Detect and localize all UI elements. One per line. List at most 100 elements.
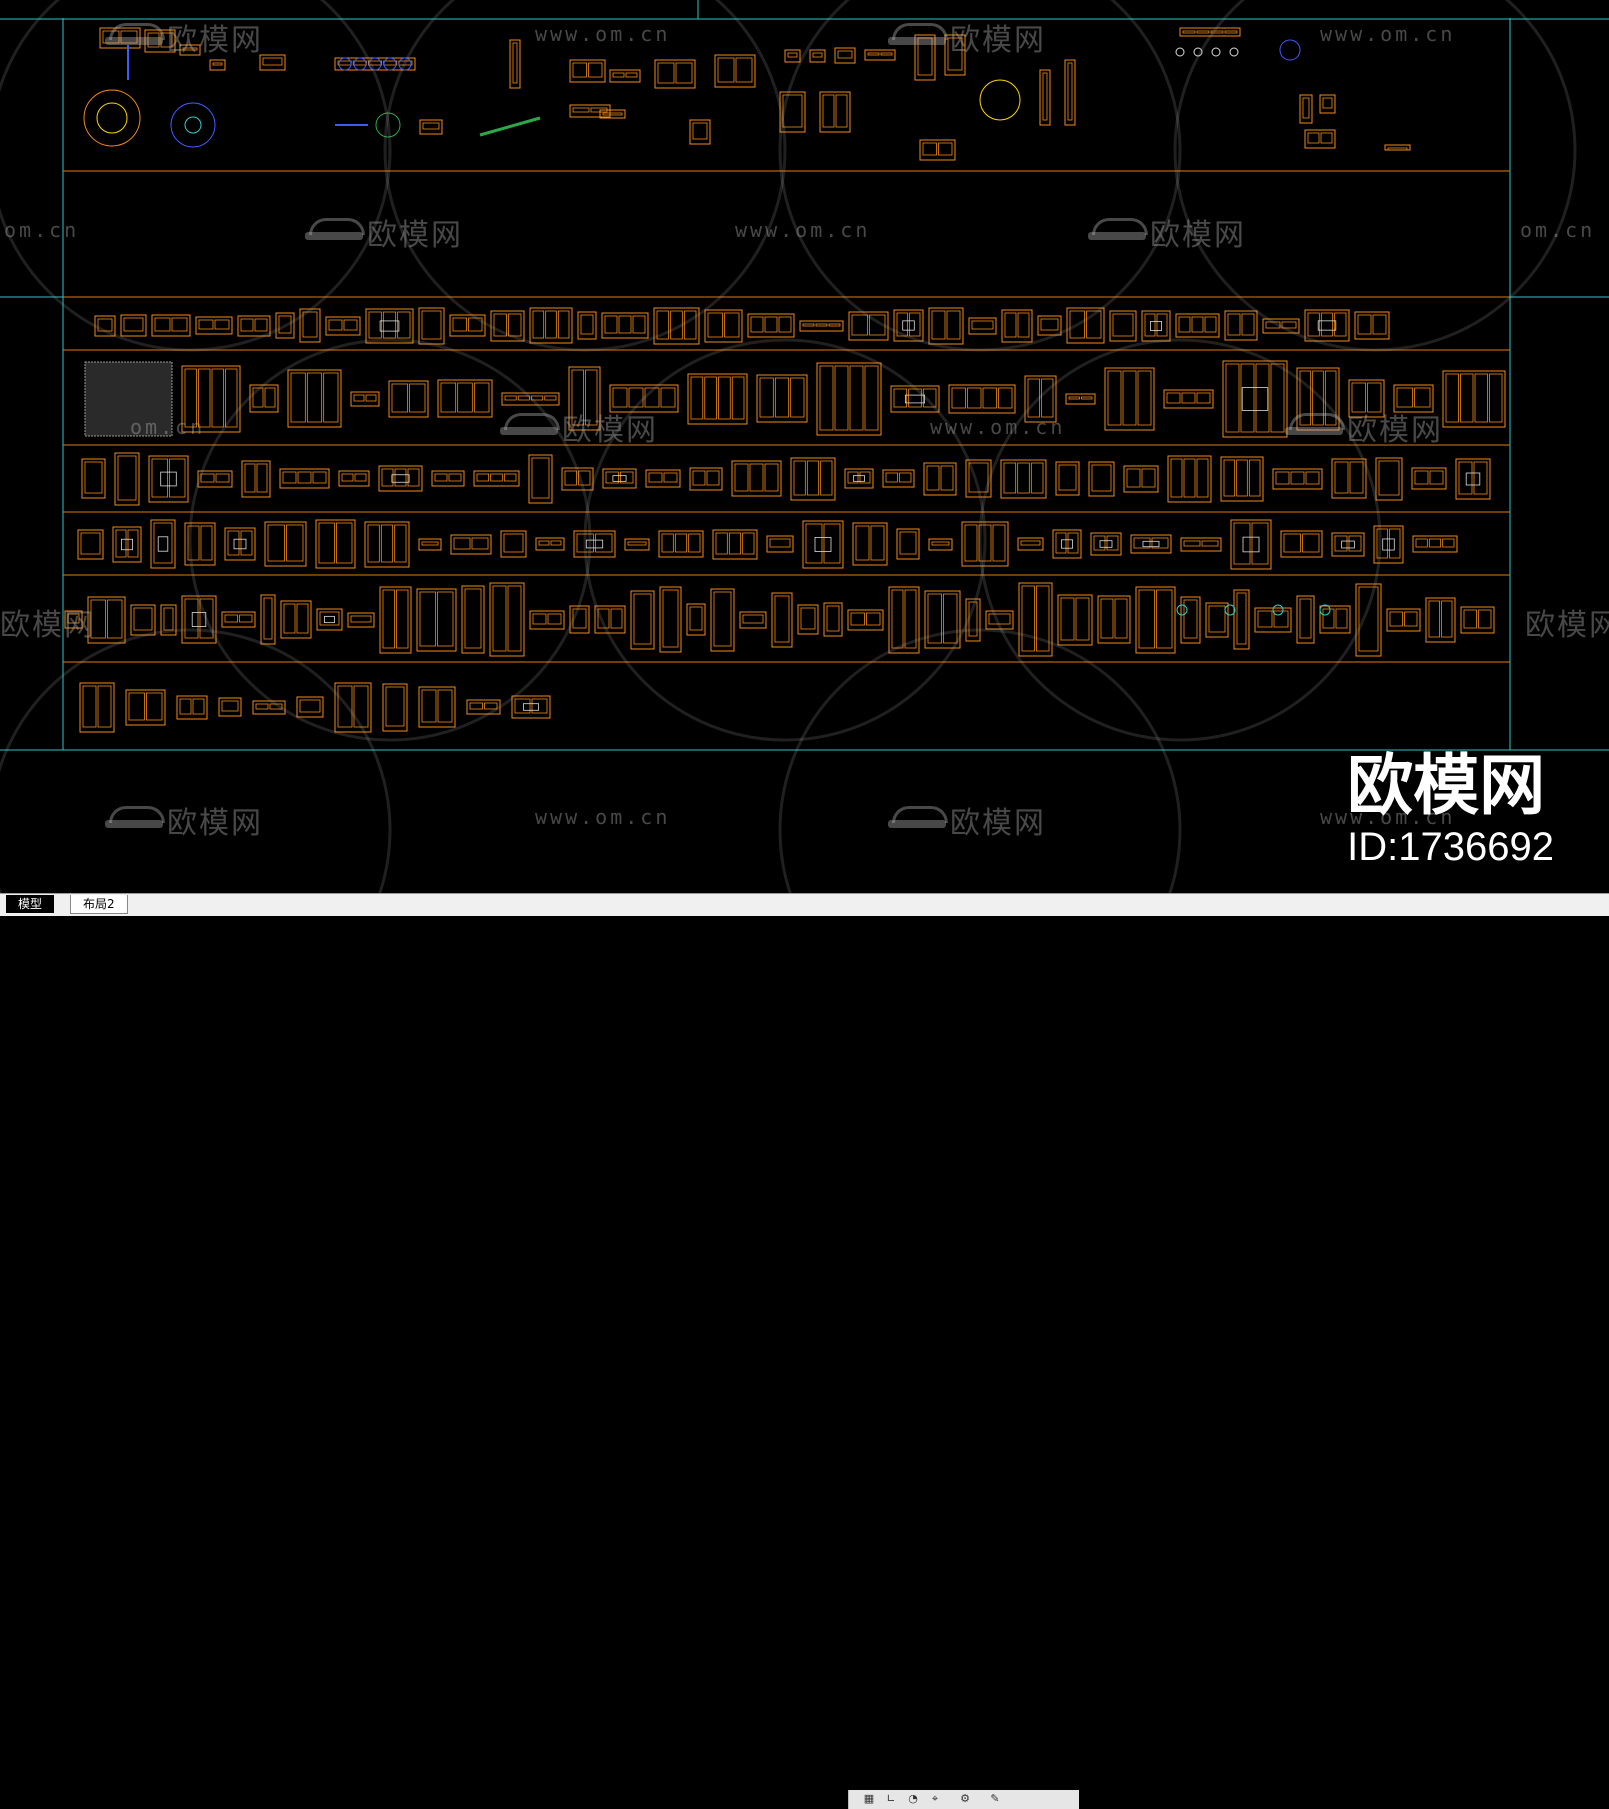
furniture-block bbox=[252, 700, 286, 715]
round-block bbox=[96, 102, 128, 134]
furniture-block bbox=[1355, 583, 1382, 657]
furniture-block bbox=[419, 119, 443, 135]
furniture-block bbox=[756, 374, 808, 423]
furniture-block bbox=[237, 315, 271, 337]
furniture-block bbox=[87, 596, 126, 644]
grid-snap-icon[interactable]: ▦ bbox=[863, 1792, 875, 1805]
furniture-block bbox=[1175, 313, 1220, 338]
furniture-block bbox=[264, 521, 307, 567]
furniture-block bbox=[569, 59, 606, 83]
annotation-icon[interactable]: ✎ bbox=[990, 1792, 1000, 1805]
round-block bbox=[368, 57, 382, 71]
furniture-block bbox=[1304, 309, 1350, 342]
furniture-block bbox=[896, 528, 920, 560]
furniture-block bbox=[816, 362, 882, 436]
furniture-block bbox=[1039, 69, 1051, 126]
furniture-block bbox=[919, 139, 956, 161]
furniture-block bbox=[1104, 367, 1155, 431]
furniture-block bbox=[64, 610, 83, 629]
furniture-block bbox=[602, 468, 637, 489]
furniture-block bbox=[1412, 535, 1458, 553]
furniture-block bbox=[802, 520, 844, 569]
furniture-block bbox=[1130, 534, 1172, 554]
furniture-block bbox=[630, 590, 655, 650]
furniture-block bbox=[686, 603, 706, 636]
furniture-block bbox=[609, 384, 679, 413]
round-block bbox=[353, 57, 367, 71]
furniture-block bbox=[1455, 458, 1491, 500]
furniture-block bbox=[473, 470, 520, 487]
furniture-block bbox=[923, 462, 957, 496]
furniture-block bbox=[490, 310, 525, 342]
furniture-block bbox=[645, 469, 681, 488]
furniture-block bbox=[184, 522, 216, 566]
round-block bbox=[1272, 604, 1284, 616]
furniture-block bbox=[819, 91, 851, 133]
furniture-block bbox=[1001, 309, 1033, 343]
watermark-circle bbox=[383, 0, 787, 352]
round-block bbox=[170, 102, 216, 148]
furniture-block bbox=[1319, 605, 1351, 634]
furniture-block bbox=[81, 458, 106, 499]
furniture-block bbox=[431, 470, 465, 487]
furniture-block bbox=[125, 689, 166, 726]
furniture-block bbox=[1066, 307, 1105, 344]
furniture-block bbox=[864, 49, 896, 61]
furniture-block bbox=[1055, 461, 1080, 496]
furniture-block bbox=[325, 316, 361, 336]
furniture-block bbox=[259, 54, 286, 71]
furniture-block bbox=[160, 604, 177, 636]
ortho-icon[interactable]: ∟ bbox=[886, 1792, 896, 1805]
furniture-block bbox=[511, 695, 551, 719]
furniture-block bbox=[501, 392, 560, 406]
furniture-block bbox=[784, 49, 801, 63]
osnap-icon[interactable]: ⌖ bbox=[931, 1792, 939, 1805]
round-block bbox=[1229, 47, 1239, 57]
furniture-block bbox=[1331, 532, 1365, 557]
furniture-block bbox=[466, 699, 501, 715]
furniture-block bbox=[181, 365, 241, 433]
furniture-block bbox=[888, 586, 920, 654]
furniture-block bbox=[287, 369, 342, 428]
furniture-block bbox=[852, 522, 888, 566]
furniture-blocks bbox=[64, 27, 1506, 733]
furniture-block bbox=[1088, 461, 1115, 497]
layout-tab-bar: 模型 布局2 ▦ ∟ ◔ ⌖ ⚙ ✎ bbox=[0, 893, 1609, 1809]
workspace-icon[interactable]: ⚙ bbox=[960, 1792, 970, 1805]
furniture-block bbox=[1123, 465, 1159, 493]
furniture-block bbox=[1064, 59, 1076, 126]
furniture-block bbox=[1180, 596, 1201, 644]
furniture-block bbox=[181, 595, 217, 644]
furniture-block bbox=[334, 682, 372, 733]
furniture-block bbox=[221, 611, 256, 628]
furniture-block bbox=[1224, 310, 1258, 341]
furniture-block bbox=[790, 457, 836, 501]
round-block bbox=[83, 89, 141, 147]
furniture-block bbox=[528, 454, 553, 504]
furniture-block bbox=[1052, 529, 1082, 559]
furniture-block bbox=[416, 588, 457, 652]
furniture-block bbox=[561, 467, 594, 491]
furniture-block bbox=[834, 47, 856, 64]
polar-icon[interactable]: ◔ bbox=[908, 1792, 918, 1805]
watermark-circle bbox=[778, 0, 1182, 352]
furniture-block bbox=[1233, 589, 1250, 650]
cad-drawing-canvas[interactable] bbox=[0, 0, 1609, 893]
furniture-block bbox=[1393, 384, 1434, 413]
furniture-block bbox=[1386, 608, 1421, 632]
furniture-block bbox=[712, 529, 758, 560]
furniture-block bbox=[1319, 94, 1336, 114]
furniture-block bbox=[364, 521, 410, 568]
furniture-block bbox=[1373, 525, 1404, 564]
furniture-block bbox=[1272, 468, 1323, 490]
furniture-block bbox=[197, 470, 233, 488]
furniture-block bbox=[1065, 393, 1096, 405]
furniture-block bbox=[1354, 311, 1390, 340]
furniture-block bbox=[94, 315, 116, 337]
tab-layout2[interactable]: 布局2 bbox=[70, 895, 128, 914]
round-block bbox=[1279, 39, 1301, 61]
tab-model[interactable]: 模型 bbox=[6, 895, 55, 913]
furniture-block bbox=[79, 682, 115, 733]
furniture-block bbox=[658, 530, 704, 558]
